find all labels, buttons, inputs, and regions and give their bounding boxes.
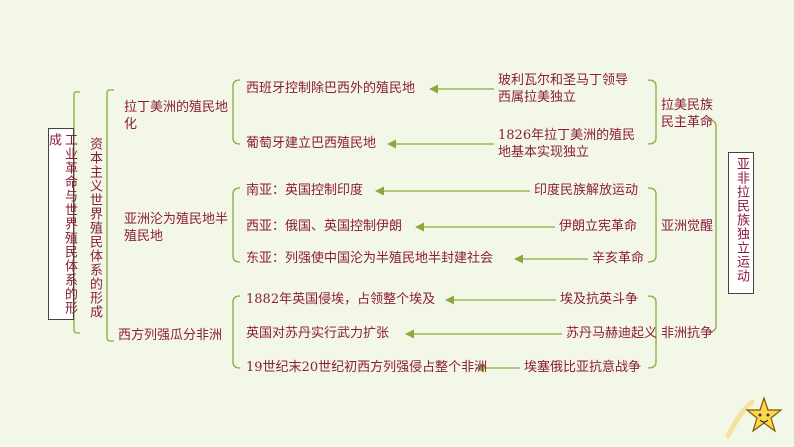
bracket-root bbox=[73, 91, 80, 334]
bracket-right-asia bbox=[647, 187, 657, 263]
asia-item-1-right: 印度民族解放运动 bbox=[534, 183, 639, 198]
bracket-africa bbox=[232, 295, 241, 369]
bracket-right-root bbox=[707, 119, 717, 333]
bracket-latin bbox=[232, 79, 241, 145]
group-latin-label: 拉丁美洲的殖民地化 bbox=[124, 100, 229, 132]
latin-item-1-left: 西班牙控制除巴西外的殖民地 bbox=[246, 81, 416, 96]
bracket-right-latin bbox=[647, 79, 657, 145]
africa-item-1-right: 埃及抗英斗争 bbox=[560, 292, 639, 307]
root-label: 工业革命与世界殖民体系的形成 bbox=[46, 133, 77, 315]
bracket-asia bbox=[232, 187, 241, 263]
level1-label: 资本主义世界殖民体系的形成 bbox=[87, 137, 102, 319]
africa-item-3-left: 19世纪末20世纪初西方列强侵占整个非洲 bbox=[246, 360, 488, 375]
bracket-right-africa bbox=[647, 295, 657, 369]
root-box: 工业革命与世界殖民体系的形成 bbox=[46, 128, 77, 320]
africa-item-2-right: 苏丹马赫迪起义 bbox=[566, 326, 658, 341]
latin-item-2-left: 葡萄牙建立巴西殖民地 bbox=[246, 136, 377, 151]
asia-item-3-left: 东亚：列强使中国沦为半殖民地半封建社会 bbox=[246, 251, 494, 266]
latin-item-1-right-l1: 玻利瓦尔和圣马丁领导 bbox=[498, 73, 629, 88]
asia-item-2-right: 伊朗立宪革命 bbox=[559, 219, 638, 234]
right-label-asia: 亚洲觉醒 bbox=[661, 219, 714, 234]
right-root-label: 亚非拉民族独立运动 bbox=[734, 157, 749, 283]
right-label-africa: 非洲抗争 bbox=[661, 326, 714, 341]
asia-item-1-left: 南亚：英国控制印度 bbox=[246, 183, 364, 198]
africa-item-2-left: 英国对苏丹实行武力扩张 bbox=[246, 326, 390, 341]
star-icon bbox=[725, 396, 783, 439]
group-asia-label: 亚洲沦为殖民地半殖民地 bbox=[124, 212, 229, 244]
latin-item-1-right-l2: 西属拉美独立 bbox=[498, 90, 577, 105]
right-root-box: 亚非拉民族独立运动 bbox=[728, 152, 754, 294]
latin-item-2-right-l2: 地基本实现独立 bbox=[498, 145, 590, 160]
bracket-level1 bbox=[106, 89, 114, 342]
group-africa-label: 西方列强瓜分非洲 bbox=[118, 328, 223, 343]
right-label-latin: 拉美民族民主革命 bbox=[661, 98, 714, 130]
africa-item-1-left: 1882年英国侵埃，占领整个埃及 bbox=[246, 292, 436, 307]
africa-item-3-right: 埃塞俄比亚抗意战争 bbox=[524, 360, 642, 375]
asia-item-2-left: 西亚：俄国、英国控制伊朗 bbox=[246, 219, 403, 234]
latin-item-2-right-l1: 1826年拉丁美洲的殖民 bbox=[498, 128, 636, 143]
asia-item-3-right: 辛亥革命 bbox=[592, 251, 645, 266]
